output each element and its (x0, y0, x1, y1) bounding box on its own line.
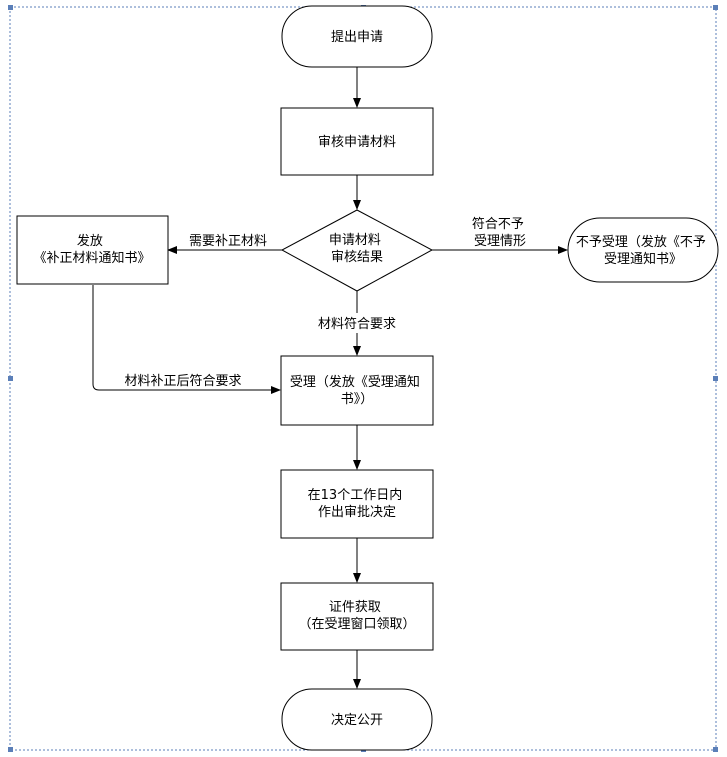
node-start-label: 提出申请 (331, 29, 383, 45)
selection-handle[interactable] (713, 5, 718, 10)
edge-label-not-accepted: 符合不予 受理情形 (472, 216, 528, 249)
node-review-label: 审核申请材料 (318, 135, 396, 150)
node-decide-label: 在13个工作日内 作出审批决定 (308, 487, 407, 520)
node-decision[interactable]: 申请材料 审核结果 (280, 209, 434, 292)
node-reject-shape[interactable] (567, 217, 719, 283)
node-start[interactable]: 提出申请 (281, 5, 433, 68)
node-collect-label: 证件获取 （在受理窗口领取） (298, 600, 415, 632)
node-publish[interactable]: 决定公开 (281, 688, 433, 751)
node-reject[interactable]: 不予受理（发放《不予 受理通知书》 (567, 217, 719, 283)
edge-label-mask (308, 313, 406, 333)
node-collect-shape[interactable] (280, 582, 434, 651)
node-decide[interactable]: 在13个工作日内 作出审批决定 (280, 469, 434, 539)
edge-label-mask (180, 232, 276, 249)
node-review-shape[interactable] (280, 107, 434, 176)
edge-label-corrected-meets: 材料补正后符合要求 (124, 373, 241, 389)
edge-labels: 需要补正材料 符合不予 受理情形 材料符合要求 材料补正后符合要求 (113, 216, 528, 389)
edge-label-mask (113, 372, 253, 389)
node-issue-notice[interactable]: 发放 《补正材料通知书》 (16, 215, 169, 285)
node-decide-shape[interactable] (280, 469, 434, 539)
node-reject-label: 不予受理（发放《不予 受理通知书》 (576, 234, 710, 267)
node-issue-notice-shape[interactable] (16, 215, 169, 285)
node-accept-shape[interactable] (280, 355, 434, 426)
selection-handle[interactable] (8, 376, 13, 381)
selection-handle[interactable] (8, 747, 13, 752)
arrow-notice-to-accept (92, 285, 281, 394)
node-collect[interactable]: 证件获取 （在受理窗口领取） (280, 582, 434, 651)
edge-label-meets-requirements: 材料符合要求 (318, 316, 396, 332)
node-accept-label: 受理（发放《受理通知 书》） (290, 374, 424, 407)
node-publish-shape[interactable] (281, 688, 433, 751)
selection-handle[interactable] (713, 376, 718, 381)
node-review[interactable]: 审核申请材料 (280, 107, 434, 176)
node-issue-notice-label: 发放 《补正材料通知书》 (33, 233, 150, 266)
selection-handle[interactable] (8, 5, 13, 10)
selection-handle[interactable] (713, 747, 718, 752)
node-decision-shape[interactable] (280, 209, 434, 292)
node-accept[interactable]: 受理（发放《受理通知 书》） (280, 355, 434, 426)
node-decision-label: 申请材料 审核结果 (329, 233, 385, 265)
node-start-shape[interactable] (281, 5, 433, 68)
node-publish-label: 决定公开 (331, 713, 383, 728)
edge-label-needs-correction: 需要补正材料 (189, 234, 267, 249)
connectors (92, 67, 568, 689)
